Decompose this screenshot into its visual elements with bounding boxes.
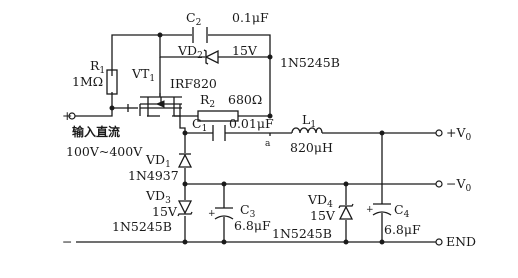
c2-capacitor bbox=[192, 27, 208, 43]
gnd-terminal bbox=[435, 238, 443, 246]
vd4-part: 1N5245B bbox=[272, 226, 332, 241]
r1-ref: R1 bbox=[90, 58, 105, 76]
vd4-value: 15V bbox=[310, 208, 336, 223]
vd2-zener-diode bbox=[203, 49, 219, 65]
svg-text:+: + bbox=[208, 209, 216, 219]
r2-resistor bbox=[197, 110, 239, 122]
wires bbox=[72, 34, 436, 243]
c3-capacitor: + bbox=[208, 207, 234, 220]
vd3-zener-diode bbox=[177, 200, 193, 217]
vd3-ref: VD3 bbox=[145, 188, 171, 206]
r1-resistor bbox=[106, 69, 118, 95]
vd1-part: 1N4937 bbox=[128, 168, 179, 183]
vd4-zener-diode bbox=[338, 203, 354, 220]
input-label: 输入直流 bbox=[72, 124, 120, 139]
out-pos-terminal bbox=[435, 129, 443, 137]
vd1-ref: VD1 bbox=[145, 152, 171, 170]
vd2-ref: VD2 bbox=[177, 43, 203, 61]
vd3-part: 1N5245B bbox=[112, 219, 172, 234]
gnd-label: END bbox=[446, 234, 476, 249]
c4-value: 6.8μF bbox=[384, 222, 421, 237]
input-plus-terminal bbox=[68, 112, 76, 120]
c2-ref: C2 bbox=[186, 10, 201, 28]
c1-ref: C1 bbox=[192, 116, 207, 134]
c2-value: 0.1μF bbox=[232, 10, 269, 25]
c1-capacitor bbox=[212, 125, 226, 141]
labels: C2 0.1μF VD2 15V 1N5245B R1 1MΩ VT1 IRF8… bbox=[62, 10, 476, 249]
out-neg-terminal bbox=[435, 180, 443, 188]
r2-ref: R2 bbox=[200, 92, 215, 110]
svg-text:+: + bbox=[366, 205, 374, 215]
vd4-ref: VD4 bbox=[307, 192, 333, 210]
input-range: 100V~400V bbox=[66, 144, 143, 159]
vd2-part: 1N5245B bbox=[280, 55, 340, 70]
r1-value: 1MΩ bbox=[72, 74, 103, 89]
out-pos-label: +V0 bbox=[446, 125, 472, 143]
vd1-diode bbox=[177, 153, 193, 168]
c1-value: 0.01μF bbox=[229, 116, 274, 131]
junctions bbox=[109, 32, 385, 245]
out-neg-label: −V0 bbox=[446, 176, 472, 194]
c4-ref: C4 bbox=[394, 202, 410, 220]
input-plus-label: + bbox=[62, 108, 72, 123]
vt1-mosfet bbox=[127, 93, 182, 117]
vt1-ref: VT1 bbox=[131, 66, 155, 84]
vd3-value: 15V bbox=[152, 204, 178, 219]
l1-inductor bbox=[291, 127, 323, 134]
l1-ref: L1 bbox=[302, 112, 316, 130]
l1-value: 820μH bbox=[290, 140, 333, 155]
vt1-part: IRF820 bbox=[170, 76, 217, 91]
c3-value: 6.8μF bbox=[234, 218, 271, 233]
node-a-label: a bbox=[265, 139, 271, 149]
terminals bbox=[68, 112, 443, 246]
c3-ref: C3 bbox=[240, 202, 256, 220]
vd2-value: 15V bbox=[232, 43, 258, 58]
c4-capacitor: + bbox=[366, 203, 392, 216]
r2-value: 680Ω bbox=[228, 92, 262, 107]
input-minus-label: − bbox=[62, 234, 72, 249]
